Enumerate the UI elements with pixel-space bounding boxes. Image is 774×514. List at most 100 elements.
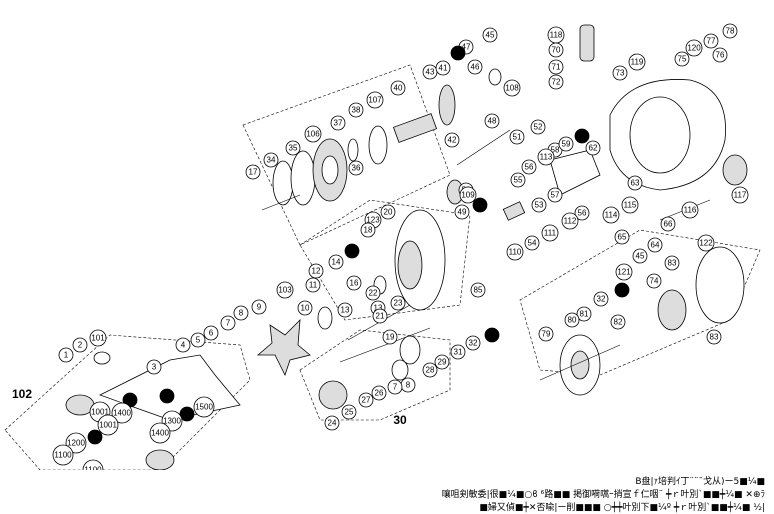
callout-24: 24 — [324, 415, 340, 431]
callout-label: 33 — [488, 331, 497, 340]
callout-label: 12 — [312, 267, 321, 276]
callout-32: 32 — [593, 291, 609, 307]
callout-circle — [712, 47, 728, 63]
callout-label: 51 — [513, 133, 522, 142]
callout-38: 38 — [348, 102, 364, 118]
callout-label: 88 — [183, 410, 192, 419]
callout-circle — [614, 282, 630, 298]
callout-circle — [510, 172, 526, 188]
callout-circle — [435, 60, 451, 76]
callout-label: 25 — [345, 408, 354, 417]
callout-circle — [390, 295, 406, 311]
callout-label: 79 — [542, 330, 551, 339]
callout-circle — [146, 359, 162, 375]
callout-circle — [612, 65, 628, 81]
callout-79: 79 — [538, 326, 554, 342]
callout-53: 53 — [531, 197, 547, 213]
callout-56: 56 — [574, 205, 590, 221]
frame-119-inner — [629, 96, 691, 174]
group-outline-left — [4, 334, 251, 470]
callout-label: 1500 — [195, 403, 213, 412]
callout-1500: 1500 — [193, 396, 215, 418]
callout-label: 30 — [393, 413, 407, 427]
group-outline-center — [299, 199, 471, 321]
callout-circle — [576, 306, 592, 322]
callout-48: 48 — [484, 113, 500, 129]
brake-74 — [657, 289, 687, 331]
callout-label: 53 — [535, 201, 544, 210]
callout-label: 5 — [196, 336, 201, 345]
callout-label: 58 — [551, 146, 560, 155]
callout-85: 85 — [470, 282, 486, 298]
callout-114: 114 — [602, 206, 620, 224]
callout-115: 115 — [621, 196, 639, 214]
callout-label: 113 — [540, 153, 553, 162]
callout-label: 77 — [707, 37, 716, 46]
callout-label: 45 — [636, 252, 645, 261]
callout-circle — [193, 396, 215, 418]
callout-19: 19 — [382, 329, 398, 345]
callout-circle — [547, 187, 563, 203]
callout-circle — [484, 327, 500, 343]
callout-36: 36 — [348, 160, 364, 176]
callout-label: 22 — [369, 289, 378, 298]
callout-label: 32 — [597, 295, 606, 304]
callout-circle — [297, 300, 313, 316]
callout-circle — [276, 281, 294, 299]
callout-41: 41 — [435, 60, 451, 76]
clutch-lever-118 — [579, 24, 595, 62]
callout-118: 118 — [547, 26, 565, 44]
callout-60: 60 — [574, 128, 590, 144]
callout-label: 29 — [438, 358, 447, 367]
footer-line-2: 嚷咀剣敏委|很■¼■○ϐ ⁶路■■ 掲御嗬嚆ｰ捎宣ｆ仁咽¨ ┿ｒ叶別ˋ■■┿¼■… — [441, 490, 765, 500]
callout-circle — [251, 299, 267, 315]
callout-circle — [564, 312, 580, 328]
callout-circle — [541, 224, 559, 242]
callout-74: 74 — [646, 273, 662, 289]
callout-circle — [470, 282, 486, 298]
callout-57: 57 — [547, 187, 563, 203]
callout-14: 14 — [328, 254, 344, 270]
side-plate-20-inner — [397, 240, 423, 290]
callout-label: 32 — [469, 339, 478, 348]
callout-80: 80 — [564, 312, 580, 328]
callout-78: 78 — [722, 23, 738, 39]
callout-59: 59 — [558, 136, 574, 152]
callout-110: 110 — [506, 243, 524, 261]
callout-circle — [97, 414, 119, 436]
callout-label: 2 — [78, 341, 83, 350]
callout-21: 21 — [372, 308, 388, 324]
callout-20: 20 — [380, 204, 396, 220]
callout-circle — [149, 422, 171, 444]
callout-circle — [628, 53, 646, 71]
callout-circle — [337, 302, 353, 318]
callout-label: 116 — [684, 206, 697, 215]
callout-label: 1001 — [99, 421, 117, 430]
callout-label: 88 — [126, 396, 135, 405]
callout-circle — [179, 406, 195, 422]
callout-circle — [348, 102, 364, 118]
callout-label: 59 — [562, 140, 571, 149]
callout-circle — [632, 248, 648, 264]
callout-label: 120 — [687, 44, 701, 53]
callout-circle — [89, 329, 107, 347]
callout-label: 102 — [12, 387, 32, 401]
callout-circle — [87, 429, 103, 445]
washer-29 — [399, 335, 421, 365]
callout-label: 107 — [368, 96, 382, 105]
callout-circle — [531, 197, 547, 213]
callout-1100: 1100 — [52, 444, 74, 466]
callout-1001: 1001 — [97, 414, 119, 436]
callout-label: 31 — [454, 348, 463, 357]
callout-112: 112 — [561, 212, 579, 230]
callout-circle — [681, 201, 699, 219]
callout-circle — [664, 255, 680, 271]
callout-label: 80 — [568, 316, 577, 325]
callout-116: 116 — [681, 201, 699, 219]
callout-circle — [263, 152, 279, 168]
callout-label: 65 — [618, 233, 627, 242]
callout-circle — [548, 59, 564, 75]
callout-label: 83 — [710, 333, 719, 342]
callout-75: 75 — [674, 51, 690, 67]
